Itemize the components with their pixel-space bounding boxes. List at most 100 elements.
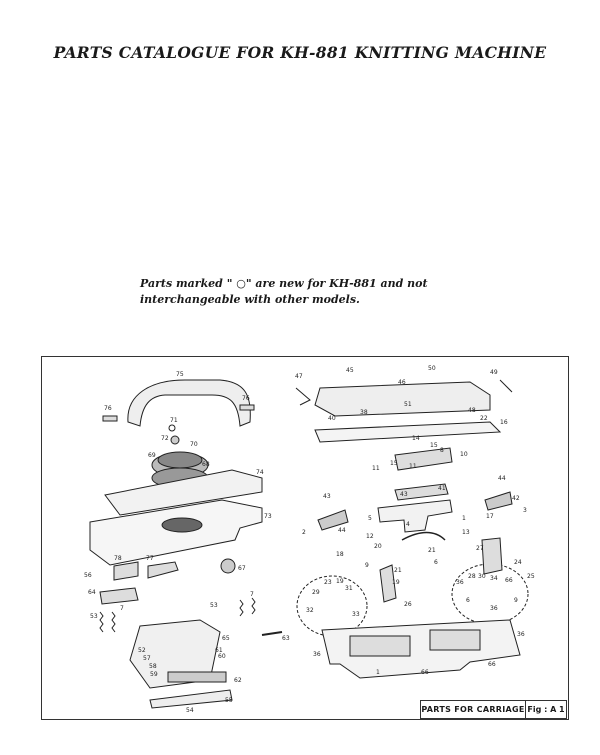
part-number-label: 33 — [352, 611, 360, 618]
part-number-label: 56 — [84, 572, 92, 579]
part-number-label: 60 — [218, 653, 226, 660]
part-number-label: 26 — [404, 601, 412, 608]
part-number-label: 38 — [360, 409, 368, 416]
part-number-label: 11 — [409, 463, 417, 470]
part-number-label: 43 — [323, 493, 331, 500]
part-number-label: 48 — [468, 407, 476, 414]
part-number-label: 24 — [514, 559, 522, 566]
part-number-label: 11 — [372, 465, 380, 472]
part-number-label: 4 — [406, 521, 410, 528]
part-cover-73 — [89, 499, 263, 566]
part-number-label: 70 — [190, 441, 198, 448]
part-number-label: 19 — [336, 578, 344, 585]
part-number-label: 49 — [490, 369, 498, 376]
part-number-label: 66 — [505, 577, 513, 584]
figure-label: Fig : A 1 — [527, 705, 565, 714]
part-number-label: 41 — [438, 485, 446, 492]
part-number-label: 44 — [338, 527, 346, 534]
part-number-label: 22 — [480, 415, 488, 422]
part-number-label: 2 — [302, 529, 306, 536]
part-number-label: 42 — [512, 495, 520, 502]
part-number-label: 62 — [234, 677, 242, 684]
part-number-label: 64 — [88, 589, 96, 596]
figure-caption: PARTS FOR CARRIAGE — [421, 701, 526, 718]
note-line-1: Parts marked " ○" are new for KH-881 and… — [140, 277, 428, 290]
part-number-label: 31 — [345, 585, 353, 592]
part-number-label: 3 — [523, 507, 527, 514]
part-number-label: 6 — [434, 559, 438, 566]
part-number-label: 47 — [295, 373, 303, 380]
part-number-label: 7 — [250, 591, 254, 598]
part-number-label: 73 — [264, 513, 272, 520]
part-number-label: 66 — [488, 661, 496, 668]
part-number-label: 36 — [313, 651, 321, 658]
part-number-label: 25 — [527, 573, 535, 580]
part-number-label: 14 — [412, 435, 420, 442]
part-number-label: 65 — [222, 635, 230, 642]
part-number-label: 72 — [161, 435, 169, 442]
interchangeability-note: Parts marked " ○" are new for KH-881 and… — [140, 276, 460, 308]
part-number-label: 17 — [486, 513, 494, 520]
part-number-label: 7 — [120, 605, 124, 612]
part-number-label: 21 — [394, 567, 402, 574]
part-number-label: 36 — [490, 605, 498, 612]
part-handle — [127, 379, 251, 427]
part-number-label: 57 — [143, 655, 151, 662]
part-number-label: 59 — [150, 671, 158, 678]
part-number-label: 34 — [490, 575, 498, 582]
exploded-view-frame — [41, 356, 569, 720]
part-number-label: 66 — [421, 669, 429, 676]
note-line-2: interchangeable with other models. — [140, 293, 360, 306]
figure-caption-box: PARTS FOR CARRIAGE Fig : A 1 — [420, 700, 567, 719]
part-number-label: 15 — [390, 460, 398, 467]
part-number-label: 6 — [466, 597, 470, 604]
part-number-label: 5 — [368, 515, 372, 522]
part-number-label: 29 — [312, 589, 320, 596]
part-number-label: 13 — [462, 529, 470, 536]
part-number-label: 8 — [440, 447, 444, 454]
part-number-label: 19 — [392, 579, 400, 586]
part-number-label: 50 — [428, 365, 436, 372]
part-number-label: 36 — [517, 631, 525, 638]
part-number-label: 36 — [456, 579, 464, 586]
part-number-label: 51 — [404, 401, 412, 408]
part-number-label: 67 — [238, 565, 246, 572]
part-number-label: 45 — [346, 367, 354, 374]
part-number-label: 27 — [476, 545, 484, 552]
part-number-label: 16 — [500, 419, 508, 426]
part-number-label: 15 — [430, 442, 438, 449]
part-number-label: 44 — [498, 475, 506, 482]
part-number-label: 52 — [138, 647, 146, 654]
part-number-label: 69 — [148, 452, 156, 459]
part-number-label: 77 — [146, 555, 154, 562]
part-number-label: 68 — [202, 461, 210, 468]
part-number-label: 78 — [114, 555, 122, 562]
part-number-label: 9 — [514, 597, 518, 604]
part-number-label: 18 — [336, 551, 344, 558]
part-number-label: 75 — [176, 371, 184, 378]
part-number-label: 43 — [400, 491, 408, 498]
part-number-label: 30 — [478, 573, 486, 580]
part-pin-left — [102, 415, 118, 422]
part-plate-74 — [104, 469, 263, 516]
part-number-label: 40 — [328, 415, 336, 422]
part-number-label: 71 — [170, 417, 178, 424]
page-title: PARTS CATALOGUE FOR KH-881 KNITTING MACH… — [53, 43, 547, 62]
part-number-label: 9 — [365, 562, 369, 569]
part-number-label: 53 — [210, 602, 218, 609]
part-number-label: 53 — [90, 613, 98, 620]
part-number-label: 76 — [242, 395, 250, 402]
part-number-label: 54 — [186, 707, 194, 714]
part-plate-22 — [314, 421, 502, 443]
part-number-label: 10 — [460, 451, 468, 458]
part-number-label: 76 — [104, 405, 112, 412]
part-number-label: 55 — [225, 697, 233, 704]
part-number-label: 12 — [366, 533, 374, 540]
part-top-plate — [314, 381, 491, 417]
part-number-label: 28 — [468, 573, 476, 580]
part-number-label: 32 — [306, 607, 314, 614]
part-number-label: 63 — [282, 635, 290, 642]
part-number-label: 21 — [428, 547, 436, 554]
